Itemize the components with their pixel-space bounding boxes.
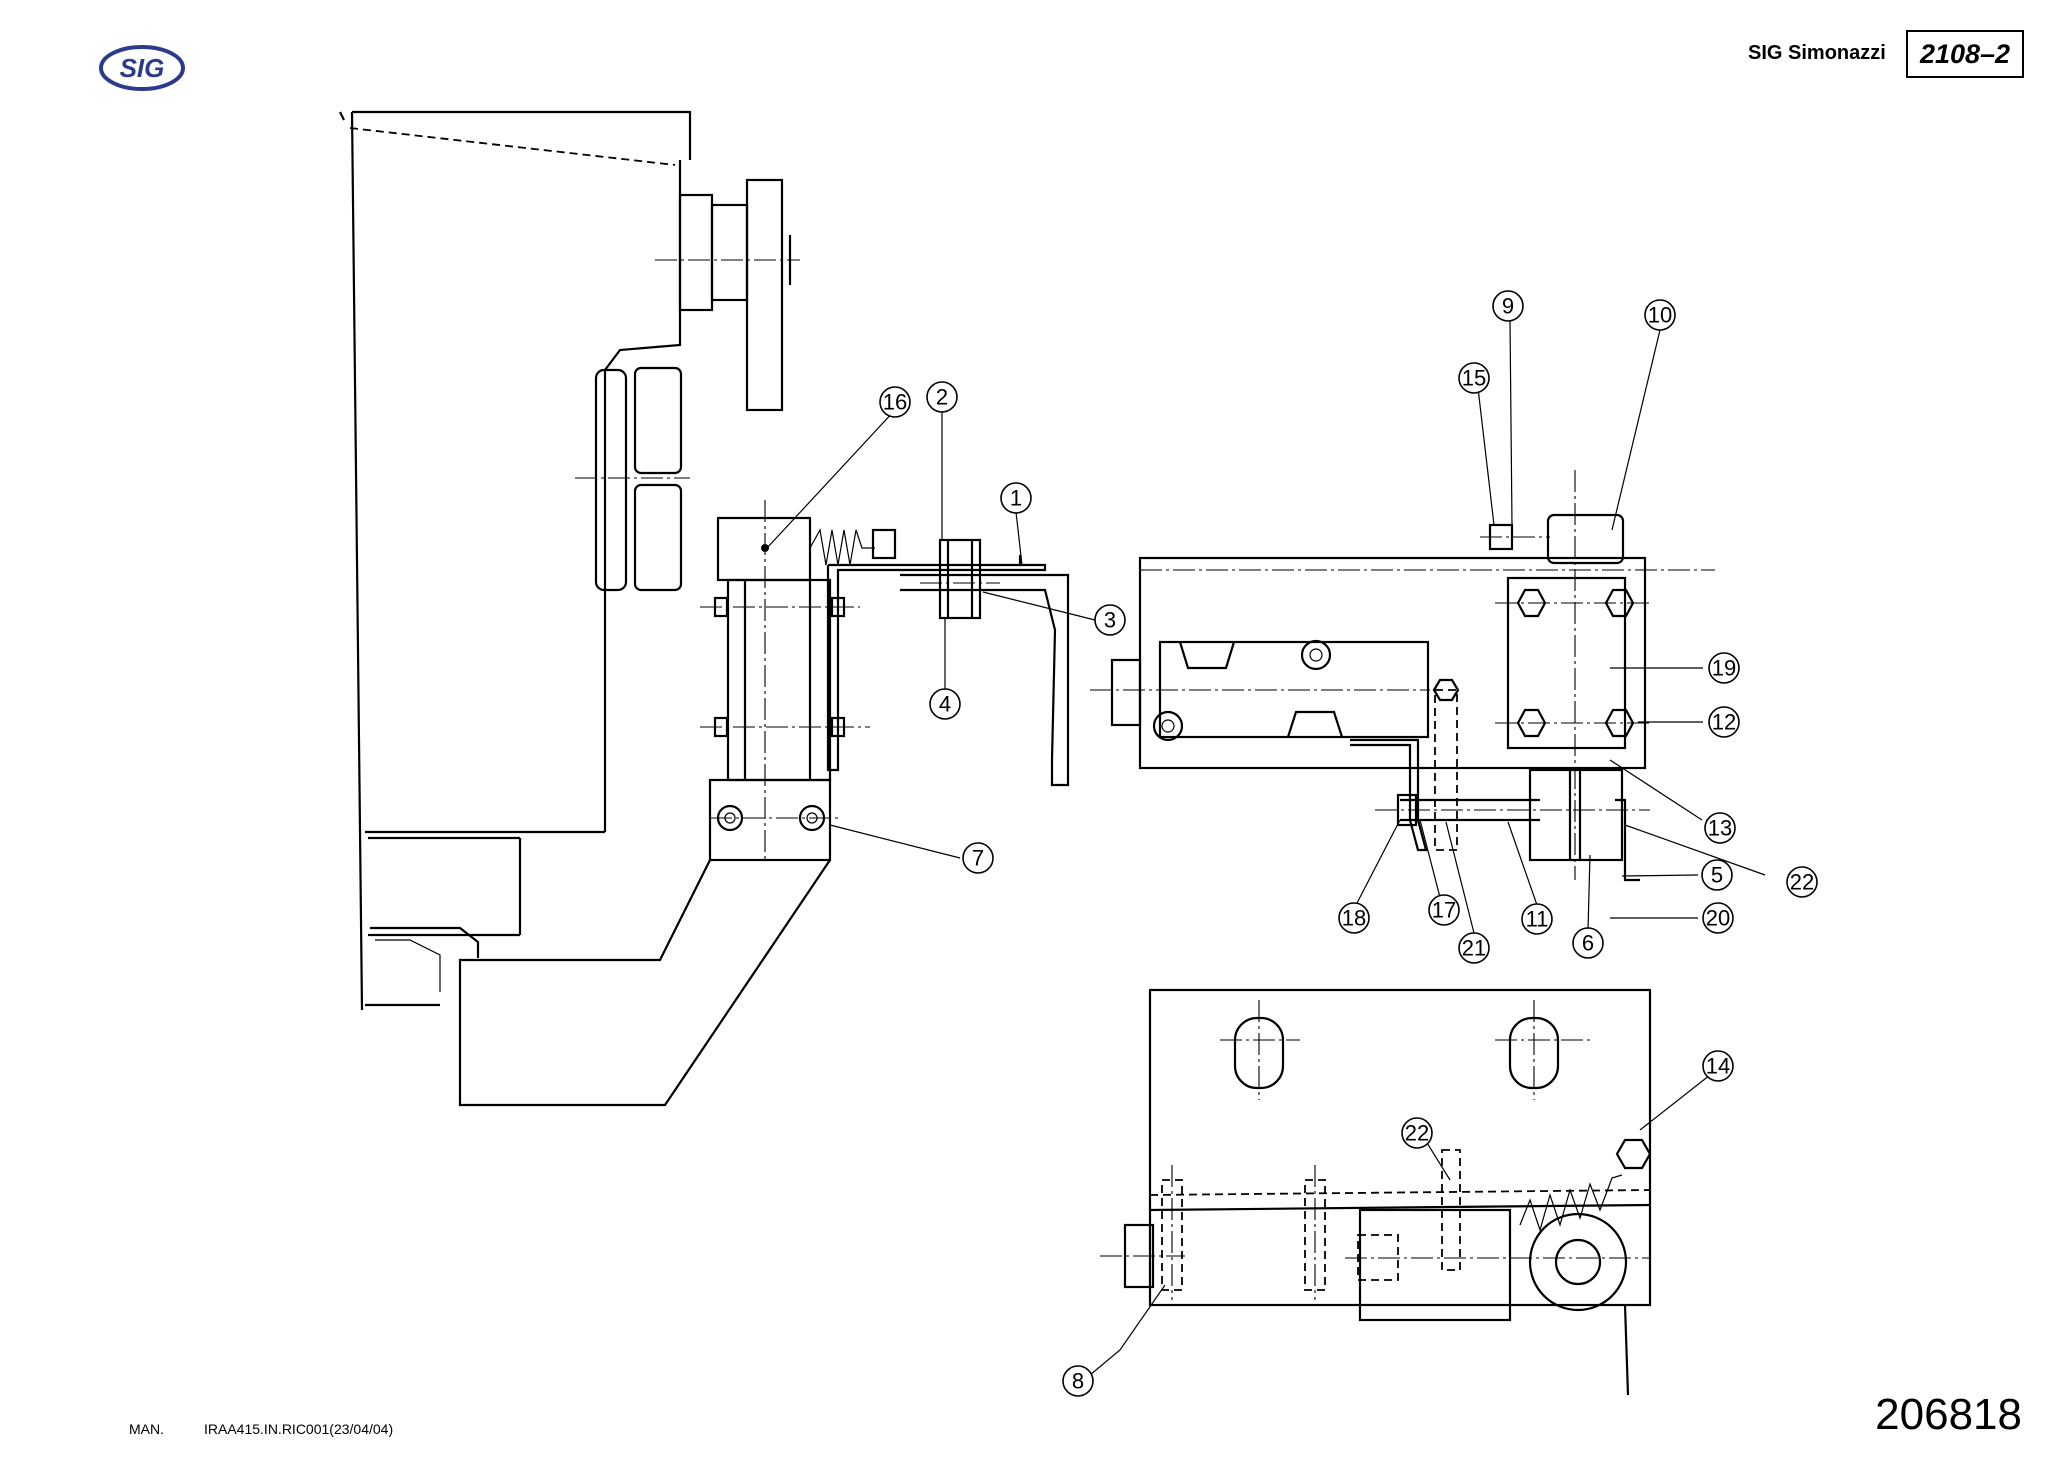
doc-code: 2108–2	[1919, 38, 2011, 69]
balloon-16: 16	[879, 386, 911, 418]
balloon-21: 21	[1458, 932, 1490, 964]
drawing-number: 206818	[1875, 1390, 2022, 1439]
svg-text:5: 5	[1711, 863, 1723, 888]
balloon-9: 9	[1492, 290, 1524, 322]
svg-text:13: 13	[1708, 816, 1732, 841]
company-name: SIG Simonazzi	[1748, 42, 1886, 64]
svg-text:11: 11	[1526, 907, 1549, 932]
svg-text:22: 22	[1790, 870, 1814, 895]
balloon-2: 2	[926, 381, 958, 413]
balloon-7: 7	[962, 842, 994, 874]
svg-text:19: 19	[1712, 656, 1736, 681]
svg-text:15: 15	[1462, 366, 1486, 391]
balloon-18: 18	[1338, 902, 1370, 934]
svg-text:12: 12	[1712, 710, 1736, 735]
svg-text:1: 1	[1010, 486, 1022, 511]
right-bottom-assembly	[1100, 988, 1652, 1396]
svg-text:9: 9	[1502, 294, 1514, 319]
left-bracket-assembly	[458, 500, 1070, 1107]
footer-man-label: MAN.	[129, 1421, 164, 1437]
svg-text:18: 18	[1342, 906, 1366, 931]
balloon-15: 15	[1458, 362, 1490, 394]
svg-text:3: 3	[1104, 608, 1116, 633]
doc-code-box: 2108–2	[1906, 30, 2024, 78]
svg-text:22: 22	[1405, 1121, 1429, 1146]
balloon-22-bottom: 22	[1401, 1117, 1433, 1149]
balloon-11: 11	[1521, 903, 1553, 935]
svg-text:10: 10	[1648, 303, 1672, 328]
svg-text:2: 2	[936, 385, 948, 410]
balloon-5: 5	[1701, 859, 1733, 891]
svg-text:14: 14	[1706, 1054, 1730, 1079]
balloon-17: 17	[1428, 894, 1460, 926]
balloon-19: 19	[1708, 652, 1740, 684]
right-top-assembly	[1090, 470, 1715, 882]
balloon-4: 4	[929, 688, 961, 720]
svg-text:SIG: SIG	[120, 53, 165, 83]
footer-reference: IRAA415.IN.RIC001(23/04/04)	[204, 1421, 394, 1437]
svg-text:16: 16	[883, 390, 907, 415]
svg-text:17: 17	[1432, 898, 1456, 923]
balloon-12: 12	[1708, 706, 1740, 738]
svg-text:21: 21	[1462, 936, 1486, 961]
balloon-14: 14	[1702, 1050, 1734, 1082]
svg-text:20: 20	[1706, 906, 1730, 931]
balloon-labels: 16 2 1 3 4 7 9 10 15 19 12 13 22 5 20 18…	[879, 290, 1818, 1397]
balloon-8: 8	[1062, 1365, 1094, 1397]
balloon-10: 10	[1644, 299, 1676, 331]
svg-text:4: 4	[939, 692, 951, 717]
svg-text:7: 7	[972, 846, 984, 871]
balloon-20: 20	[1702, 902, 1734, 934]
sig-logo: SIG	[99, 45, 185, 91]
balloon-6: 6	[1572, 927, 1604, 959]
svg-text:8: 8	[1072, 1369, 1084, 1394]
balloon-1: 1	[1000, 482, 1032, 514]
balloon-22-top: 22	[1786, 866, 1818, 898]
balloon-3: 3	[1094, 604, 1126, 636]
balloon-13: 13	[1704, 812, 1736, 844]
leader-lines	[766, 319, 1766, 1376]
svg-text:6: 6	[1582, 931, 1594, 956]
left-machine-frame	[339, 110, 800, 1011]
